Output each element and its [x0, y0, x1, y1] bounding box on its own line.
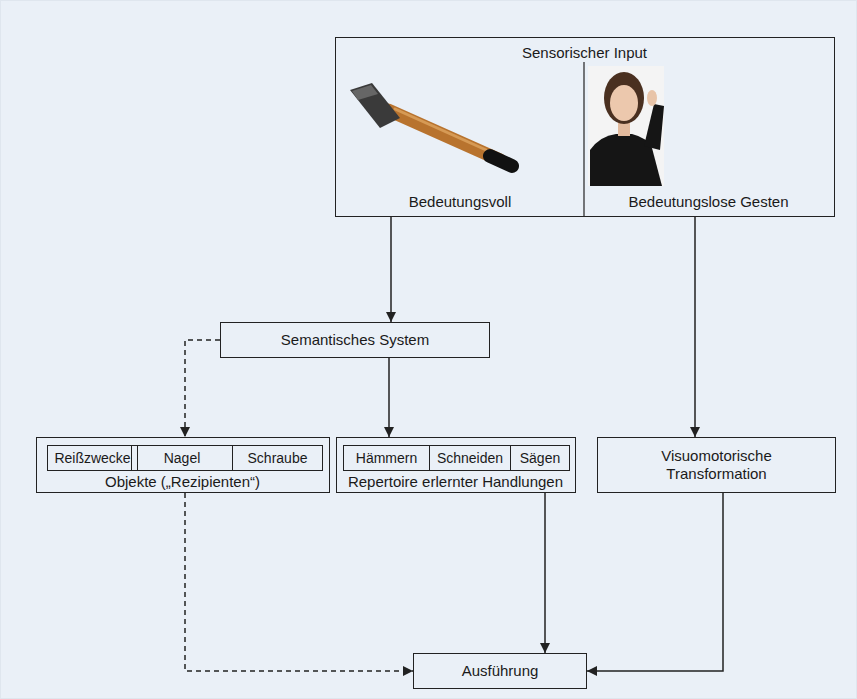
node-label: Sägen — [520, 449, 560, 467]
node-label: Schraube — [248, 449, 308, 467]
connector-arrow — [185, 493, 413, 671]
node-label: Bedeutungslose Gesten — [584, 193, 833, 211]
group-box: Objekte („Rezipienten“) Reißzwecke Nagel Sc… — [36, 437, 330, 493]
object-cell: Nagel — [131, 445, 233, 471]
gesture-picture — [588, 66, 664, 186]
group-box: Repertoire erlernter Handlungen Hämmern Sc… — [336, 437, 576, 493]
divider-line — [583, 62, 584, 217]
action-cell: Hämmern — [343, 445, 430, 471]
action-cell: Sägen — [510, 445, 570, 471]
node-label: Sensorischer Input — [336, 44, 833, 62]
node-label: Semantisches System — [281, 331, 429, 349]
node-label: Schneiden — [437, 449, 503, 467]
object-cell: Schraube — [232, 445, 323, 471]
action-cell: Schneiden — [429, 445, 511, 471]
input-box: Sensorischer InputBedeutungsvollBedeutun… — [335, 37, 835, 217]
connector-arrow — [388, 358, 390, 437]
process-box: Semantisches System — [220, 322, 490, 358]
object-cell: Reißzwecke — [47, 445, 138, 471]
node-label: Bedeutungsvoll — [336, 193, 584, 211]
node-label: Reißzwecke — [54, 449, 130, 467]
connector-arrow — [694, 217, 696, 437]
connector-arrow — [390, 217, 392, 322]
connector-arrow — [185, 340, 220, 437]
node-label: Objekte („Rezipienten“) — [37, 473, 328, 491]
node-label: Visuomotorische Transformation — [642, 447, 792, 483]
node-label: Repertoire erlernter Handlungen — [337, 473, 574, 491]
connector-arrow — [587, 493, 723, 671]
node-label: Hämmern — [356, 449, 417, 467]
process-box: Visuomotorische Transformation — [597, 437, 836, 493]
node-label: Nagel — [164, 449, 201, 467]
node-label: Ausführung — [462, 662, 539, 680]
output-box: Ausführung — [413, 653, 587, 689]
hammer-picture — [350, 83, 512, 166]
connector-arrow — [544, 493, 546, 653]
